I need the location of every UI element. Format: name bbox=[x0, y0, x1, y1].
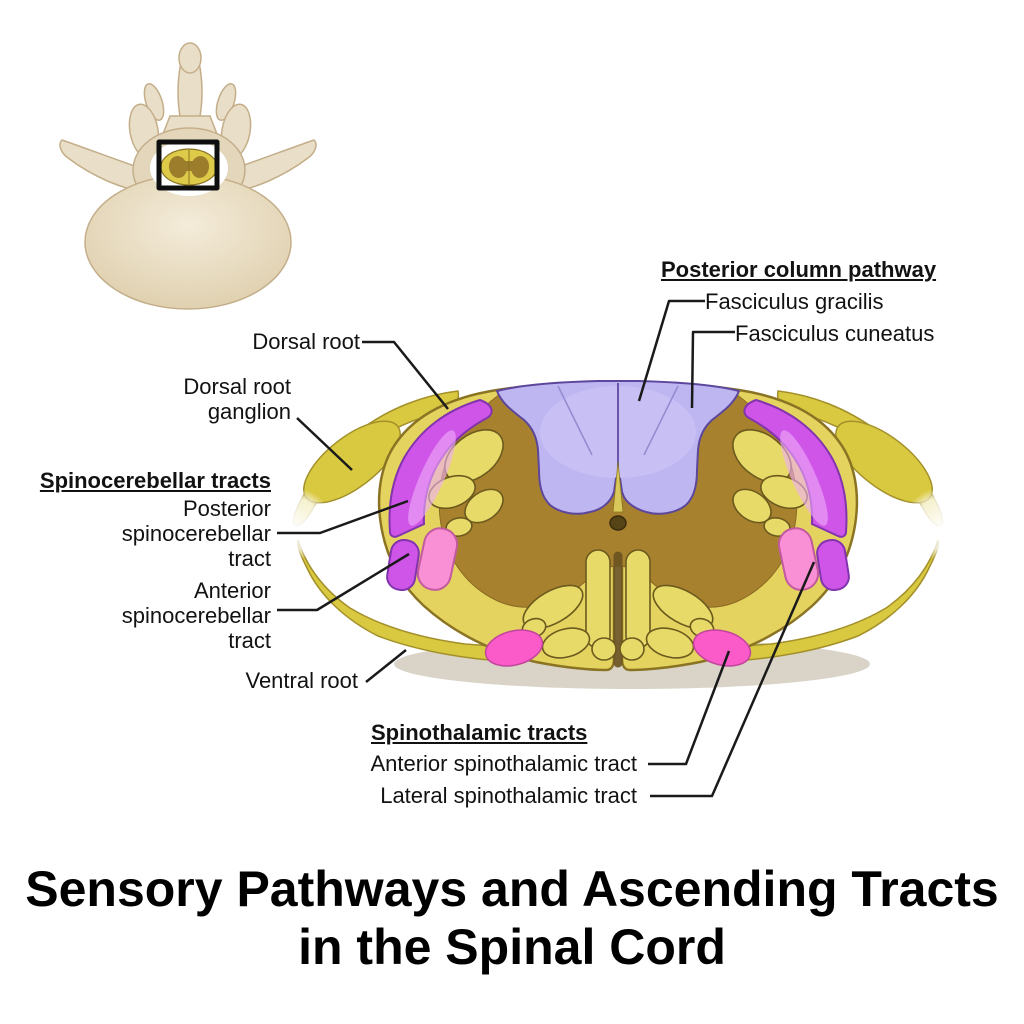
lobule-column bbox=[585, 549, 611, 649]
leader-posterior-spinocerebellar bbox=[277, 499, 409, 535]
spinocerebellar-heading: Spinocerebellar tracts bbox=[39, 468, 271, 493]
transverse-process-left bbox=[59, 139, 155, 195]
leader-anterior-spinocerebellar bbox=[277, 552, 410, 612]
leader-lines bbox=[277, 299, 816, 798]
tracts-left bbox=[386, 398, 617, 667]
lateral-spinothalamic-tract-shape bbox=[416, 527, 459, 591]
label-anterior-spinocerebellar: Anterior spinocerebellar tract bbox=[121, 578, 271, 653]
label-lateral-spinothalamic: Lateral spinothalamic tract bbox=[380, 783, 637, 808]
leader-fasciculus-cuneatus bbox=[690, 330, 735, 409]
spinocerebellar-highlight bbox=[408, 430, 456, 526]
lobule bbox=[444, 428, 504, 484]
label-posterior-spinocerebellar: Posterior spinocerebellar tract bbox=[121, 496, 271, 571]
leader-anterior-spinothalamic bbox=[648, 650, 731, 766]
leader-dorsal-root bbox=[362, 340, 449, 410]
label-fasciculus-gracilis: Fasciculus gracilis bbox=[705, 289, 884, 314]
label-dorsal-root: Dorsal root bbox=[252, 329, 360, 354]
central-canal bbox=[609, 515, 627, 531]
label-dorsal-root-ganglion: Dorsal root ganglion bbox=[183, 374, 291, 424]
leader-ventral-root bbox=[365, 649, 407, 683]
figure-title: Sensory Pathways and Ascending Tracts in… bbox=[25, 861, 999, 975]
label-ventral-root: Ventral root bbox=[245, 668, 358, 693]
transverse-process-right bbox=[221, 139, 317, 195]
label-fasciculus-cuneatus: Fasciculus cuneatus bbox=[735, 321, 935, 346]
gracilis-cuneatus-divider-right bbox=[643, 385, 679, 456]
lobule bbox=[591, 637, 617, 661]
zoom-frame bbox=[156, 139, 220, 191]
label-anterior-spinothalamic: Anterior spinothalamic tract bbox=[370, 751, 637, 776]
vertebra-inset bbox=[59, 42, 317, 310]
gracilis-cuneatus-divider-left bbox=[557, 385, 593, 456]
leader-fasciculus-gracilis bbox=[637, 299, 705, 402]
leader-lateral-spinothalamic bbox=[650, 561, 816, 798]
spinothalamic-heading: Spinothalamic tracts bbox=[371, 720, 588, 745]
leader-dorsal-root-ganglion bbox=[296, 417, 353, 471]
anterior-spinothalamic-tract-shape bbox=[484, 629, 544, 667]
posterior-column-heading: Posterior column pathway bbox=[661, 257, 937, 282]
mini-spinal-cord bbox=[160, 148, 218, 186]
spinous-process-tip bbox=[178, 42, 202, 74]
anterior-spinocerebellar-tract-shape bbox=[386, 538, 420, 592]
posterior-septum-wedge bbox=[612, 461, 624, 513]
lobule bbox=[541, 627, 591, 659]
posterior-column-region bbox=[495, 380, 741, 515]
root-fade-right bbox=[904, 488, 976, 560]
lobule bbox=[464, 488, 504, 524]
root-fade-left bbox=[260, 488, 332, 560]
